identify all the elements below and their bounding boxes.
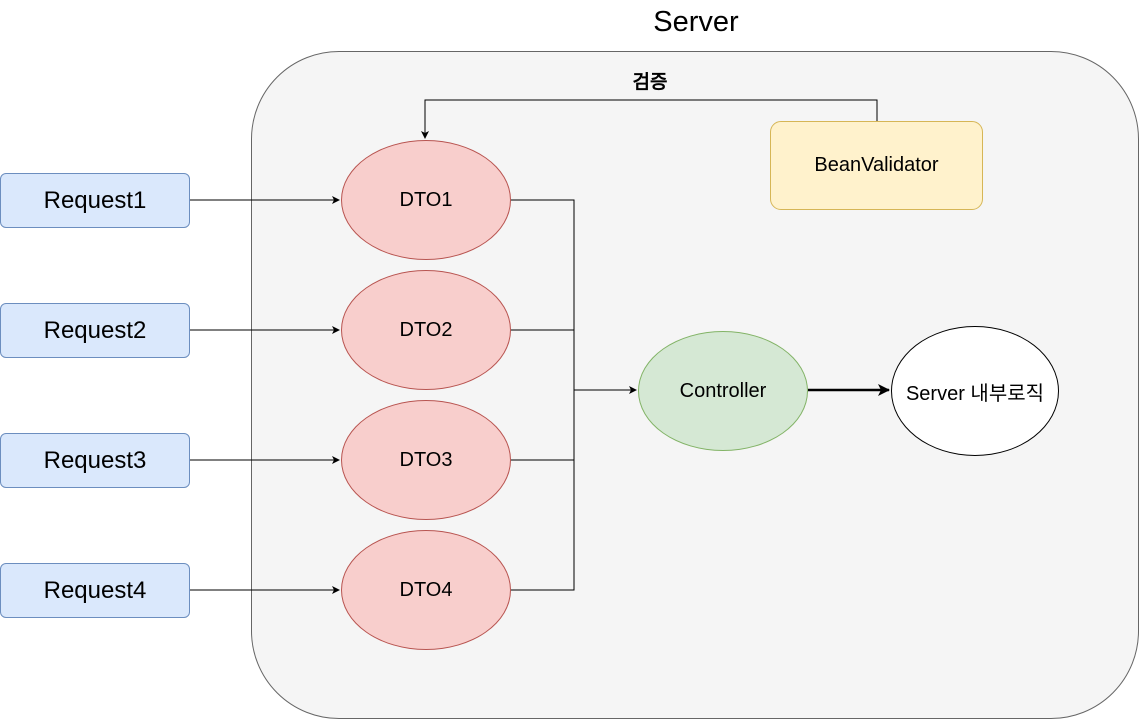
server-title: Server xyxy=(653,6,739,38)
dto-1-node: DTO1 xyxy=(341,140,511,260)
request-4-node: Request4 xyxy=(0,563,190,618)
bean-validator-node: BeanValidator xyxy=(770,121,983,210)
dto-3-node: DTO3 xyxy=(341,400,511,520)
dto-4-node: DTO4 xyxy=(341,530,511,650)
request-1-node: Request1 xyxy=(0,173,190,228)
server-logic-node: Server 내부로직 xyxy=(891,326,1059,456)
request-2-node: Request2 xyxy=(0,303,190,358)
controller-node: Controller xyxy=(638,331,808,451)
request-3-node: Request3 xyxy=(0,433,190,488)
validation-label: 검증 xyxy=(632,72,668,93)
dto-2-node: DTO2 xyxy=(341,270,511,390)
